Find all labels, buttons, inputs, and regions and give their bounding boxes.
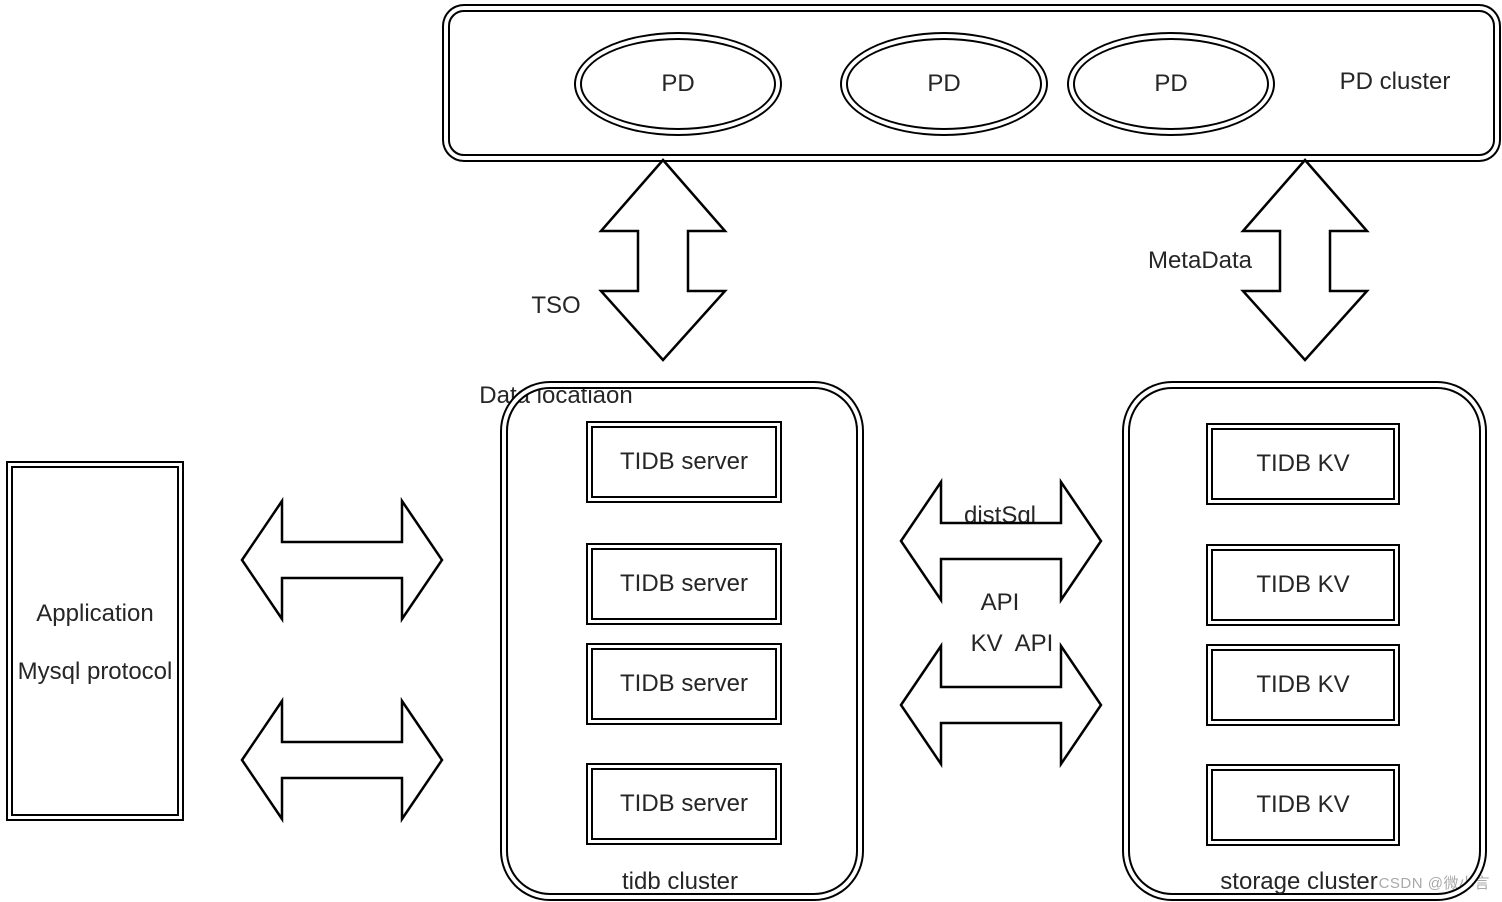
pd-node-label: PD bbox=[661, 70, 695, 97]
tidb-cluster-label: tidb cluster bbox=[621, 868, 739, 895]
tidb-server-label: TIDB server bbox=[619, 448, 748, 475]
metadata-label: MetaData bbox=[1147, 247, 1253, 274]
mysql-protocol-label: Mysql protocol bbox=[17, 658, 173, 685]
app-tidb-arrow-top bbox=[240, 496, 444, 624]
kv-api-arrow bbox=[899, 641, 1103, 769]
tso-label: TSO Data locatiaon bbox=[461, 231, 651, 471]
tidb-kv-label: TIDB KV bbox=[1256, 571, 1350, 598]
tso-arrow-shape bbox=[598, 158, 728, 362]
pd-node-label: PD bbox=[927, 70, 961, 97]
tidb-kv-node: TIDB KV bbox=[1211, 549, 1395, 621]
tidb-kv-label: TIDB KV bbox=[1256, 791, 1350, 818]
storage-cluster-container: TIDB KV TIDB KV TIDB KV TIDB KV storage … bbox=[1128, 387, 1481, 895]
tidb-kv-node: TIDB KV bbox=[1211, 649, 1395, 721]
tso-label-line1: TSO bbox=[531, 292, 581, 319]
tidb-cluster-container: TIDB server TIDB server TIDB server TIDB… bbox=[506, 387, 858, 895]
kv-api-arrow-shape bbox=[899, 641, 1103, 769]
distsql-api-arrow bbox=[899, 477, 1103, 605]
tidb-server-label: TIDB server bbox=[619, 570, 748, 597]
pd-node: PD bbox=[1073, 38, 1269, 130]
app-tidb-arrow-bottom-shape bbox=[240, 696, 444, 824]
tidb-kv-label: TIDB KV bbox=[1256, 671, 1350, 698]
metadata-arrow-shape bbox=[1240, 158, 1370, 362]
tso-arrow bbox=[598, 158, 728, 362]
metadata-arrow bbox=[1240, 158, 1370, 362]
tidb-server-label: TIDB server bbox=[619, 790, 748, 817]
tso-label-line2: Data locatiaon bbox=[479, 382, 633, 409]
tidb-server-node: TIDB server bbox=[591, 648, 777, 720]
pd-node: PD bbox=[580, 38, 776, 130]
distsql-label-line2: API bbox=[980, 589, 1020, 616]
pd-node: PD bbox=[846, 38, 1042, 130]
tidb-kv-node: TIDB KV bbox=[1211, 769, 1395, 841]
app-tidb-arrow-top-shape bbox=[240, 496, 444, 624]
application-label: Application bbox=[36, 600, 154, 627]
storage-cluster-label: storage cluster bbox=[1220, 868, 1378, 895]
tidb-kv-node: TIDB KV bbox=[1211, 428, 1395, 500]
app-tidb-arrow-bottom bbox=[240, 696, 444, 824]
tidb-server-node: TIDB server bbox=[591, 548, 777, 620]
application-box: Application Mysql protocol bbox=[11, 466, 179, 816]
pd-node-label: PD bbox=[1154, 70, 1188, 97]
tidb-server-label: TIDB server bbox=[619, 670, 748, 697]
kv-api-label: KV API bbox=[970, 630, 1054, 657]
distsql-api-arrow-shape bbox=[899, 477, 1103, 605]
tidb-server-node: TIDB server bbox=[591, 426, 777, 498]
tidb-kv-label: TIDB KV bbox=[1256, 450, 1350, 477]
pd-cluster-label: PD cluster bbox=[1339, 68, 1451, 95]
tidb-server-node: TIDB server bbox=[591, 768, 777, 840]
pd-cluster-container: PD PD PD PD cluster bbox=[448, 10, 1495, 156]
